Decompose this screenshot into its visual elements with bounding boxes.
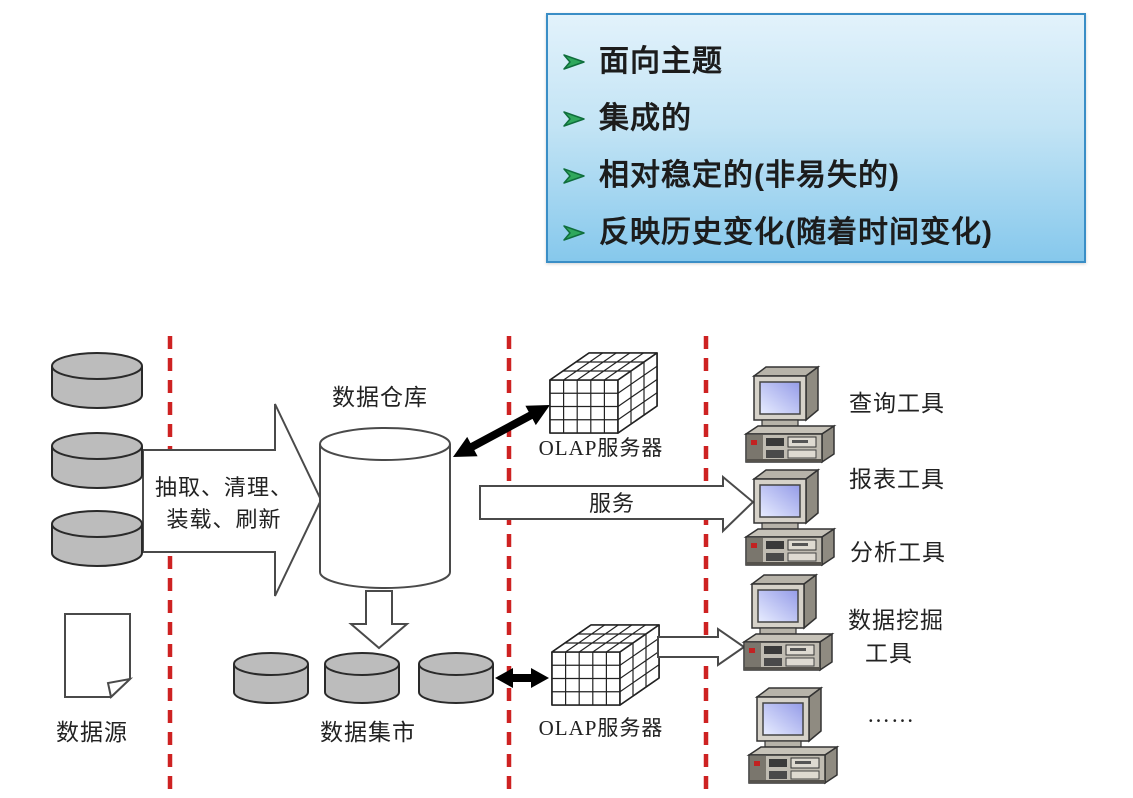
warehouse-to-datamart-arrow	[348, 590, 410, 650]
olap-to-mining-arrow	[657, 627, 746, 667]
etl-arrow	[142, 403, 323, 597]
computer-icon-more	[748, 687, 838, 784]
source-database-icon	[51, 352, 143, 409]
feature-item-subject-oriented: 面向主题	[562, 33, 1076, 90]
feature-text: 集成的	[599, 101, 692, 135]
olap-cube-bottom-icon	[551, 624, 660, 706]
feature-item-time-variant: 反映历史变化(随着时间变化)	[562, 204, 1076, 261]
datamart-olap-double-arrow	[495, 668, 549, 688]
feature-text: 面向主题	[599, 44, 723, 78]
feature-item-integrated: 集成的	[562, 90, 1076, 147]
warehouse-label: 数据仓库	[332, 385, 428, 410]
etl-label-line1: 抽取、清理、	[155, 475, 293, 500]
source-database-icon	[51, 510, 143, 567]
warehouse-cylinder-icon	[319, 427, 451, 589]
source-document-icon	[64, 613, 134, 699]
service-label: 服务	[589, 491, 635, 516]
datamart-database-icon	[418, 652, 494, 704]
datamart-database-icon	[324, 652, 400, 704]
datamart-label: 数据集市	[320, 720, 416, 745]
features-panel: 面向主题 集成的 相对稳定的(非易失的) 反映历史变化(随着时间变化)	[546, 13, 1086, 263]
arrow-bullet-icon	[563, 110, 585, 127]
arrow-bullet-icon	[563, 167, 585, 184]
warehouse-olap-double-arrow	[453, 405, 550, 457]
etl-label-line2: 装载、刷新	[166, 507, 281, 532]
tool-label-mining-line2: 工具	[865, 641, 913, 666]
feature-text: 相对稳定的(非易失的)	[599, 158, 900, 192]
feature-text: 反映历史变化(随着时间变化)	[599, 215, 993, 249]
olap-bottom-label: OLAP服务器	[539, 716, 664, 740]
computer-icon-query	[745, 366, 835, 463]
tool-label-analysis: 分析工具	[850, 540, 946, 565]
tool-label-mining-line1: 数据挖掘	[848, 608, 944, 633]
arrow-bullet-icon	[563, 224, 585, 241]
architecture-diagram: 抽取、清理、 装载、刷新 数据源 数据仓库 数据集市 OLAP服务器 OLAP服…	[51, 336, 946, 795]
computer-icon-report	[745, 469, 835, 566]
computer-icon-mining	[743, 574, 833, 671]
olap-top-label: OLAP服务器	[539, 436, 664, 460]
feature-item-nonvolatile: 相对稳定的(非易失的)	[562, 147, 1076, 204]
datamart-database-icon	[233, 652, 309, 704]
tool-label-report: 报表工具	[849, 467, 945, 492]
arrow-bullet-icon	[563, 53, 585, 70]
source-database-icon	[51, 432, 143, 489]
source-label: 数据源	[56, 720, 128, 745]
tool-label-query: 查询工具	[849, 391, 945, 416]
service-arrow	[479, 474, 755, 534]
olap-cube-top-icon	[549, 352, 658, 434]
tool-label-more: ……	[867, 702, 915, 727]
